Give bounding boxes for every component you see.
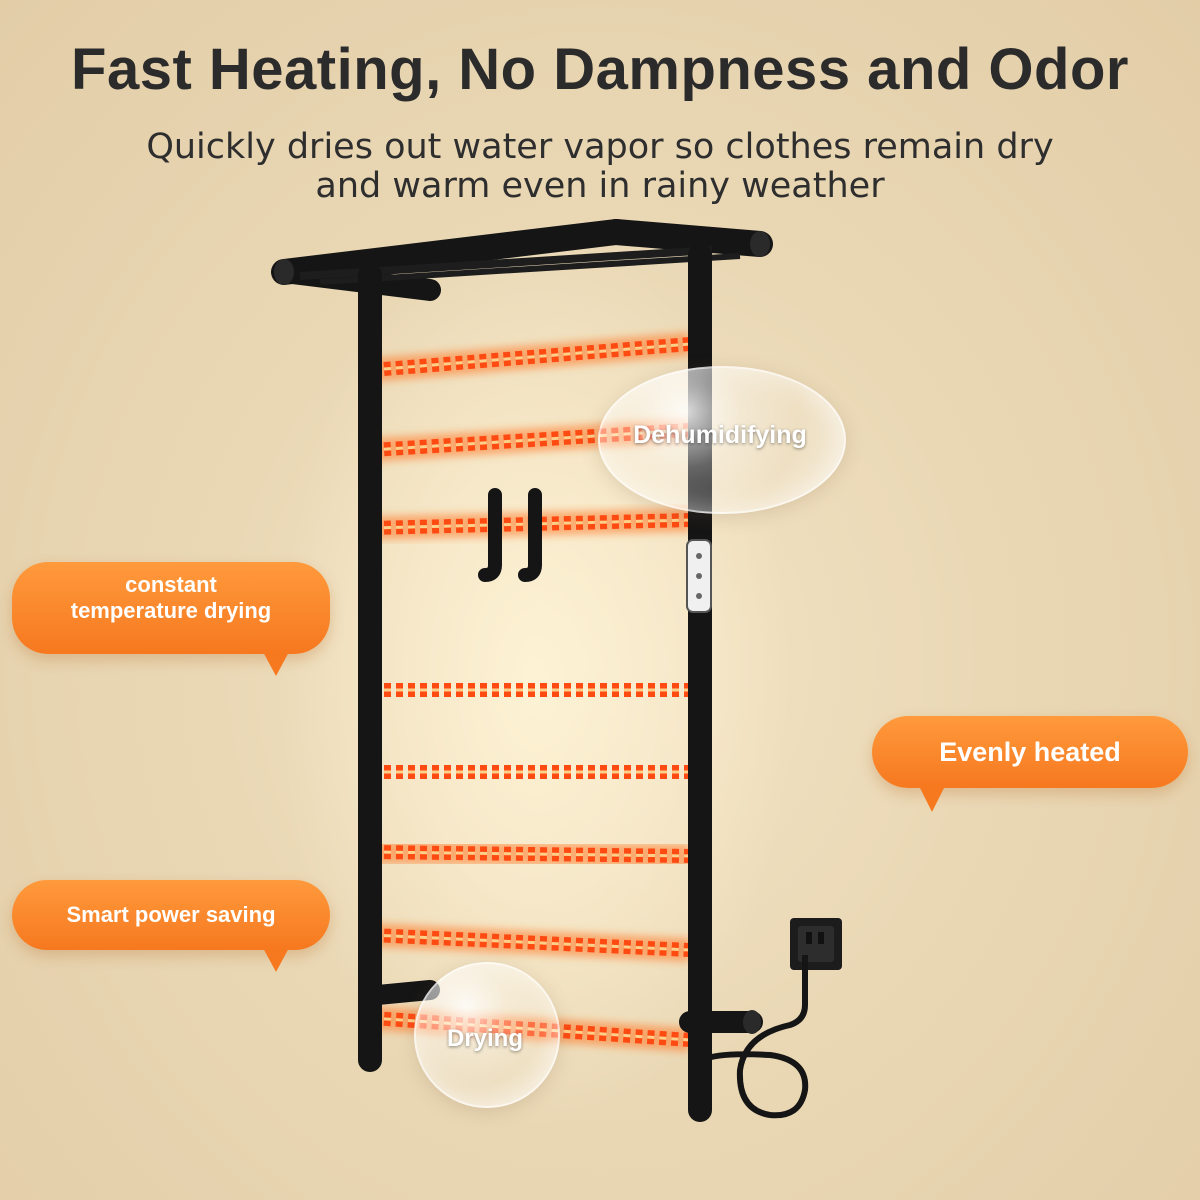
heating-bar-core [371,933,691,952]
callout-constant-line2: temperature drying [70,598,272,623]
callout-even-tail [918,784,946,812]
callout-constant-temperature: constant temperature drying [12,562,330,654]
wall-socket [790,918,842,970]
subtitle-line-2: and warm even in rainy weather [315,166,885,206]
dehumidifying-label: Dehumidifying [633,421,807,449]
callout-constant-line1: constant [125,572,217,597]
power-cable [700,955,809,1119]
callout-smart-tail [262,946,290,972]
subtitle-line-1: Quickly dries out water vapor so clothes… [146,127,1054,167]
callout-evenly-heated: Evenly heated [872,716,1188,788]
drying-bubble [414,962,560,1108]
hooks [478,488,542,582]
heating-bar-core [371,850,691,858]
heating-bar-core [371,342,691,372]
control-panel [686,539,712,613]
headline: Fast Heating, No Dampness and Odor [71,37,1129,102]
heating-bars [371,332,691,1052]
drying-label: Drying [446,1025,523,1052]
dehumidifying-bubble [598,366,846,514]
callout-smart-power: Smart power saving [12,880,330,950]
callout-constant-tail [262,650,290,676]
